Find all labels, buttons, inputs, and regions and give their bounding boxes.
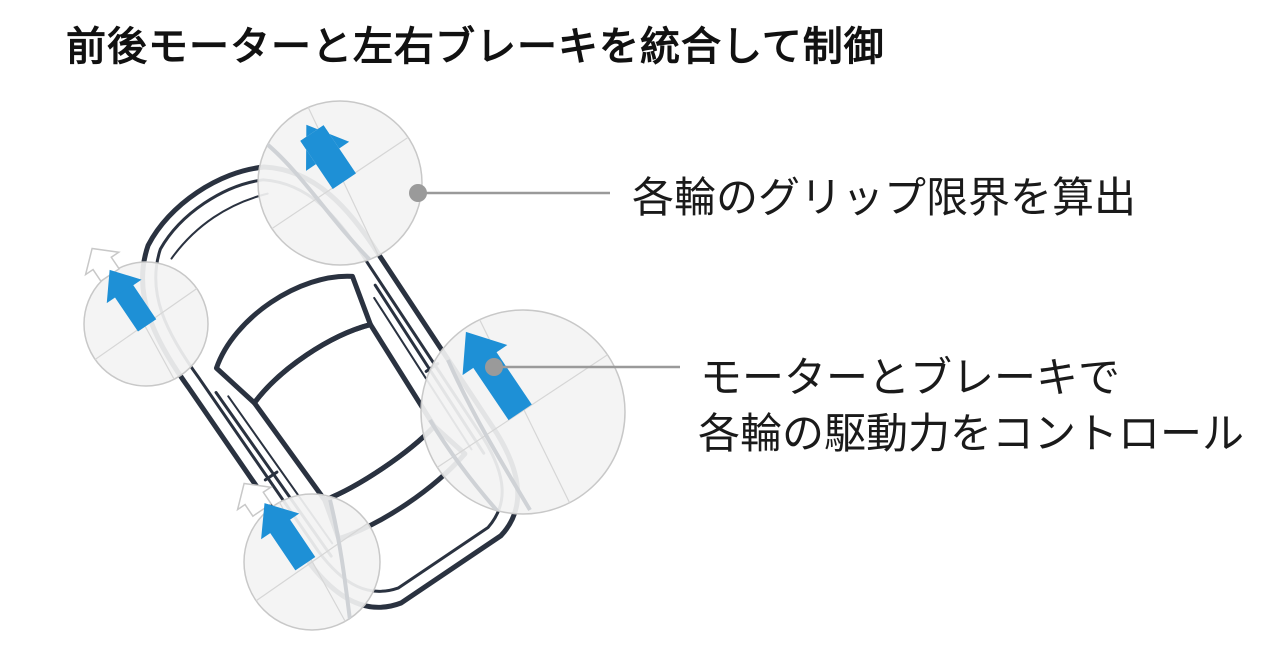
car-door-divider-left xyxy=(263,470,279,482)
ghost-arrow-icon xyxy=(236,482,273,518)
car-windshield xyxy=(213,273,373,406)
callout-drive-control-line1: モーターとブレーキで xyxy=(700,353,1121,402)
car-hood-line xyxy=(170,192,269,260)
callout-drive-control-line2: 各輪の駆動力をコントロール xyxy=(698,409,1245,458)
wheel-rear-right xyxy=(420,309,626,515)
wheel-front-right xyxy=(257,100,423,266)
leader-grip-limit xyxy=(409,184,610,202)
callout-drive-control: モーターとブレーキで 各輪の駆動力をコントロール xyxy=(698,350,1245,462)
leader-drive-control xyxy=(485,358,680,376)
page-title: 前後モーターと左右ブレーキを統合して制御 xyxy=(66,24,885,70)
up-left-arrow-icon xyxy=(261,503,316,571)
wheel-rear-left xyxy=(236,482,381,631)
wheel-front-left xyxy=(83,247,209,387)
up-left-arrow-icon xyxy=(106,269,157,332)
up-left-arrow-icon xyxy=(300,124,356,189)
callout-grip-limit: 各輪のグリップ限界を算出 xyxy=(632,173,1137,222)
